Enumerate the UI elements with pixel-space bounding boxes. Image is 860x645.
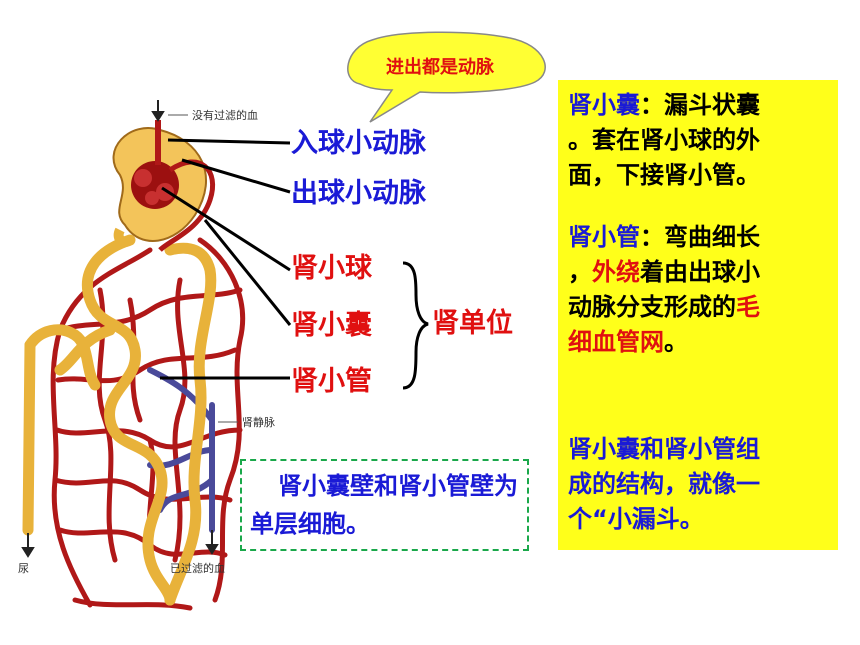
caption-urine: 尿: [18, 562, 29, 575]
renal-corpuscle: [112, 120, 216, 252]
explanation-panel: 肾小囊：漏斗状囊 。套在肾小球的外 面，下接肾小管。 肾小管：弯曲细长 ，外绕着…: [558, 80, 838, 550]
note-text: 肾小囊壁和肾小管壁为单层细胞。: [250, 472, 518, 538]
note-box: 肾小囊壁和肾小管壁为单层细胞。: [240, 459, 529, 551]
leader-lines: [160, 138, 429, 390]
speech-bubble: [347, 31, 546, 123]
label-renal-capsule: 肾小囊: [291, 310, 372, 341]
label-nephron: 肾单位: [432, 308, 513, 339]
panel-tubule-text: 肾小管：弯曲细长 ，外绕着由出球小 动脉分支形成的毛 细血管网。: [568, 223, 760, 356]
panel-capsule-text: 肾小囊：漏斗状囊 。套在肾小球的外 面，下接肾小管。: [568, 91, 760, 189]
caption-renal-vein: 肾静脉: [242, 416, 275, 429]
label-efferent-arteriole: 出球小动脉: [291, 178, 426, 209]
renal-tubule: [22, 234, 217, 606]
caption-filtered-blood: 已过滤的血: [170, 562, 225, 575]
panel-funnel-text: 肾小囊和肾小管组 成的结构，就像一 个“小漏斗。: [568, 435, 760, 533]
caption-unfiltered-blood: 没有过滤的血: [192, 109, 258, 122]
label-glomerulus: 肾小球: [291, 253, 372, 284]
bubble-text: 进出都是动脉: [386, 57, 494, 78]
label-afferent-arteriole: 入球小动脉: [291, 128, 426, 159]
flow-arrows: [21, 100, 219, 558]
label-renal-tubule: 肾小管: [291, 366, 372, 397]
